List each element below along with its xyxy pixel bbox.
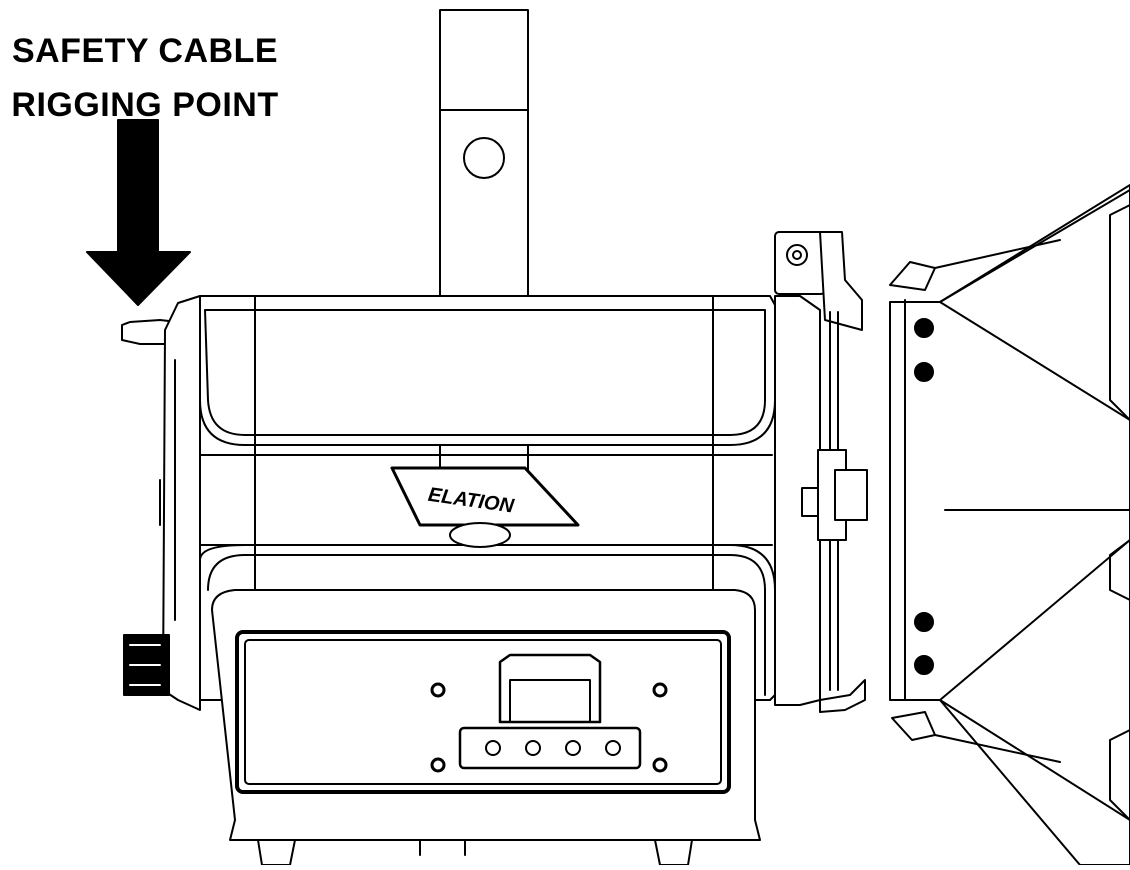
callout-line-2: RIGGING POINT xyxy=(11,86,279,124)
safety-cable-callout: SAFETY CABLE RIGGING POINT xyxy=(0,24,290,132)
barn-doors xyxy=(889,184,1130,866)
callout-line-1: SAFETY CABLE xyxy=(11,32,279,70)
logo-plate xyxy=(390,466,580,548)
safety-arrow-icon xyxy=(86,119,191,306)
control-panel xyxy=(211,589,761,866)
